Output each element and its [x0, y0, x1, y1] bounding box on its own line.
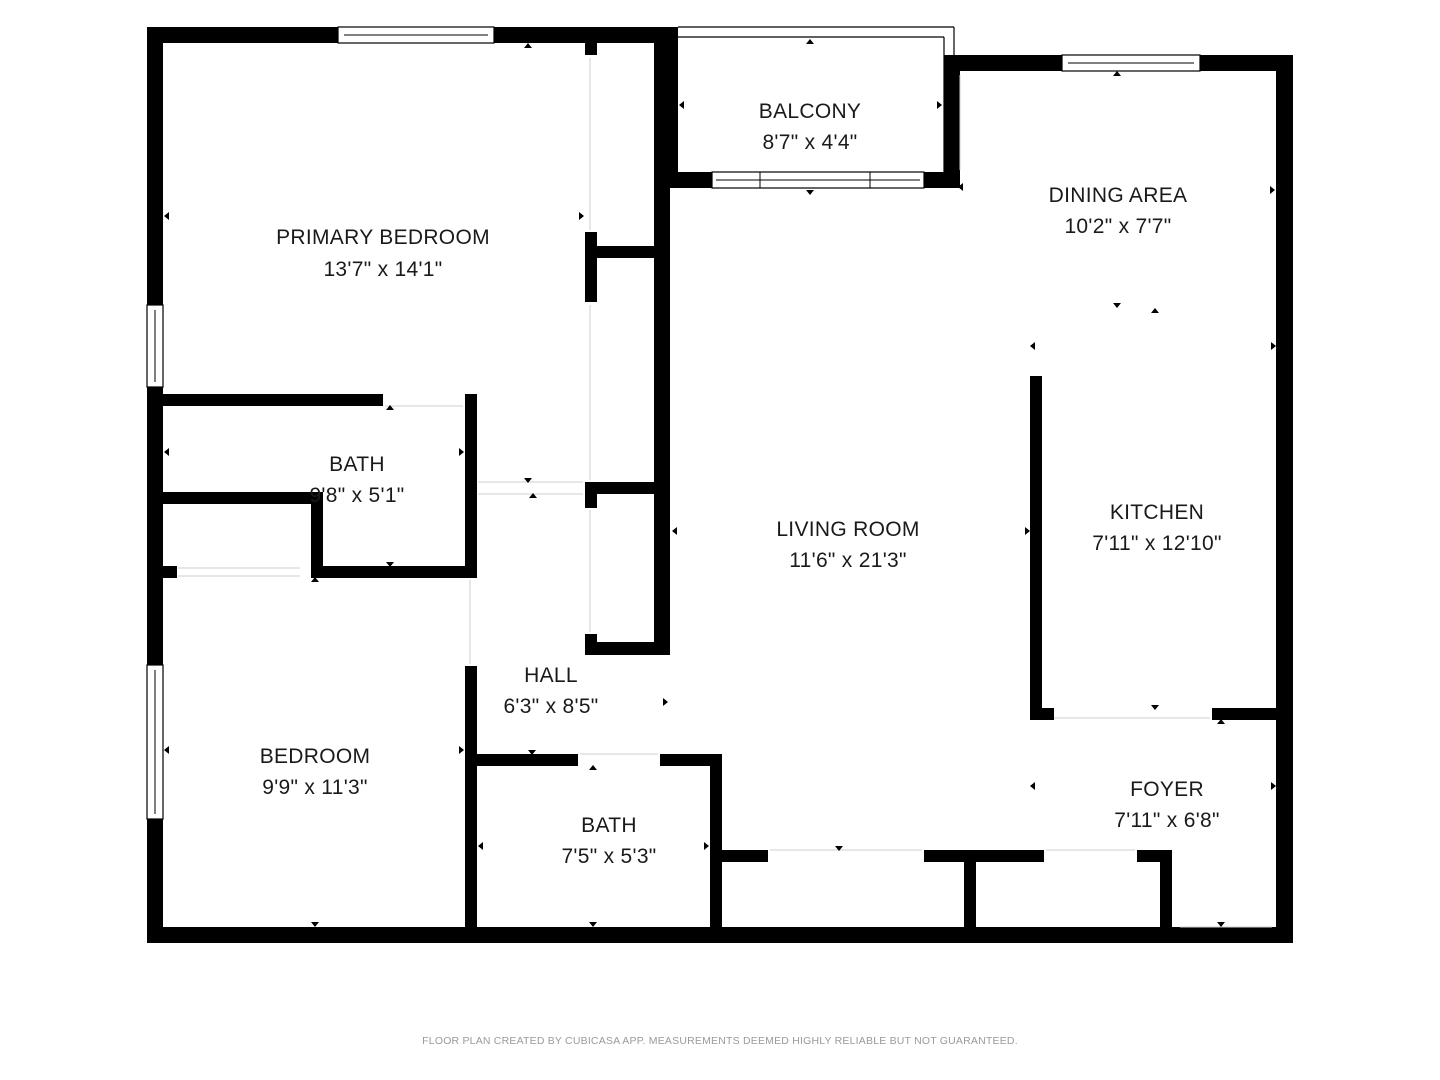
room-dimensions: 13'7" x 14'1" — [323, 258, 442, 281]
room-dimensions: 10'2" x 7'7" — [1064, 215, 1171, 238]
room-label-bath-2: BATH 7'5" x 5'3" — [561, 814, 656, 868]
balcony-railing — [678, 26, 955, 172]
room-dimensions: 11'6" x 21'3" — [789, 549, 907, 572]
room-name: HALL — [524, 664, 578, 687]
room-label-foyer: FOYER 7'11" x 6'8" — [1114, 778, 1220, 832]
room-dimensions: 7'11" x 6'8" — [1114, 809, 1220, 832]
room-label-dining-area: DINING AREA 10'2" x 7'7" — [1049, 184, 1188, 238]
room-label-bedroom: BEDROOM 9'9" x 11'3" — [260, 745, 371, 799]
room-label-hall: HALL 6'3" x 8'5" — [503, 664, 598, 718]
room-label-kitchen: KITCHEN 7'11" x 12'10" — [1092, 501, 1222, 555]
door-openings — [178, 58, 1272, 928]
windows — [146, 26, 1201, 820]
room-name: LIVING ROOM — [776, 518, 919, 541]
room-dimensions: 9'9" x 11'3" — [262, 776, 368, 799]
room-label-balcony: BALCONY 8'7" x 4'4" — [759, 100, 861, 154]
room-label-living-room: LIVING ROOM 11'6" x 21'3" — [776, 518, 919, 572]
disclaimer-footer: FLOOR PLAN CREATED BY CUBICASA APP. MEAS… — [422, 1035, 1018, 1047]
room-name: BATH — [581, 814, 637, 837]
room-dimensions: 7'5" x 5'3" — [561, 845, 656, 868]
room-dimensions: 6'3" x 8'5" — [503, 695, 598, 718]
room-name: DINING AREA — [1049, 184, 1188, 207]
room-name: BEDROOM — [260, 745, 371, 768]
room-label-bath-1: BATH 9'8" x 5'1" — [309, 453, 404, 507]
interior-walls — [147, 43, 1292, 936]
room-name: BALCONY — [759, 100, 861, 123]
room-dimensions: 7'11" x 12'10" — [1092, 532, 1222, 555]
room-dimensions: 9'8" x 5'1" — [309, 484, 404, 507]
room-name: BATH — [329, 453, 385, 476]
room-name: PRIMARY BEDROOM — [276, 226, 490, 249]
room-label-primary-bedroom: PRIMARY BEDROOM 13'7" x 14'1" — [276, 226, 490, 281]
room-dimensions: 8'7" x 4'4" — [762, 131, 857, 154]
room-name: FOYER — [1130, 778, 1204, 801]
room-name: KITCHEN — [1110, 501, 1204, 524]
dimension-markers — [164, 39, 1276, 927]
